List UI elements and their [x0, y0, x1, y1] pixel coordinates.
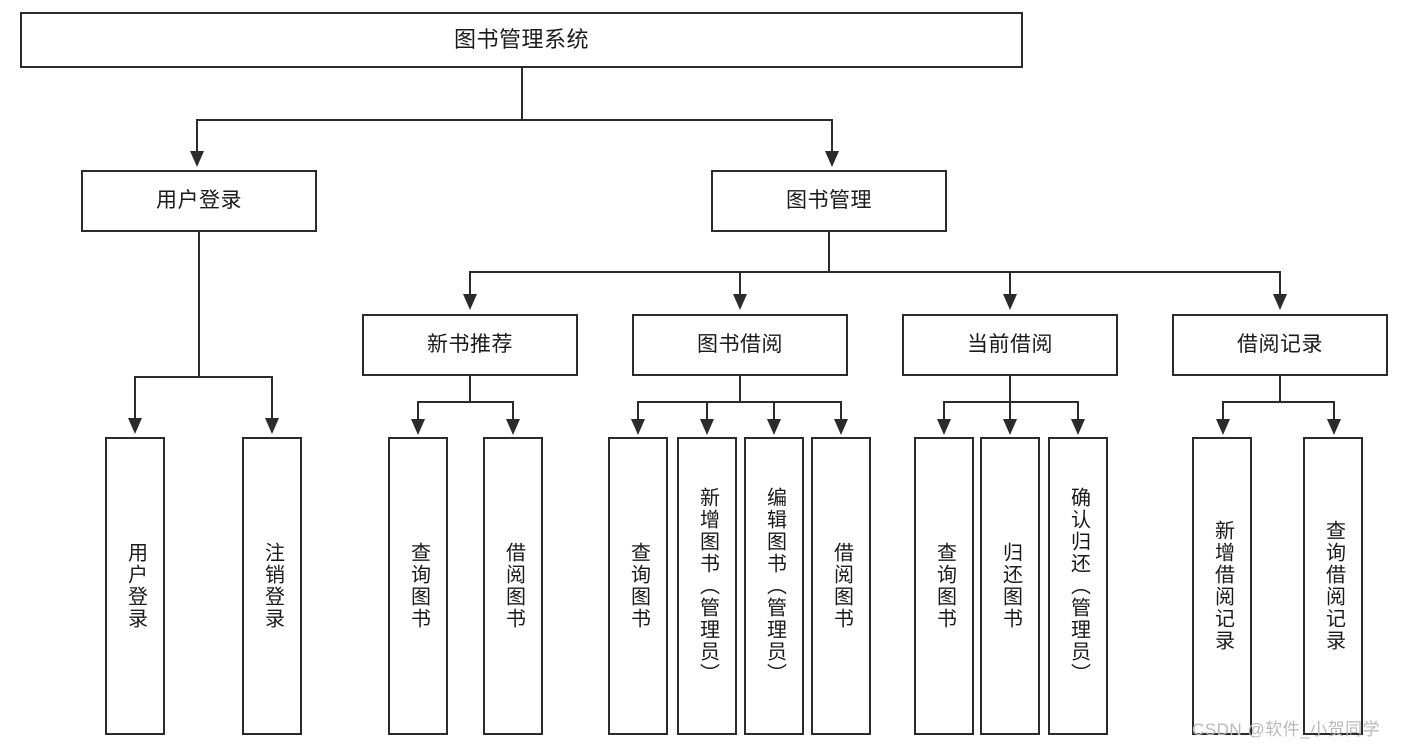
node-user-login[interactable]: 用户登录 — [81, 170, 317, 232]
node-leaf-add-record[interactable]: 新增借阅记录 — [1192, 437, 1252, 735]
watermark-text: CSDN @软件_小贺同学 — [1192, 720, 1381, 739]
edge-borrow-record-stem — [1279, 376, 1281, 402]
arrow-to-borrow-record — [1273, 294, 1287, 310]
edge-current-borrow-stem — [1009, 376, 1011, 402]
arrow-to-leaf-user-login — [128, 418, 142, 434]
edge-to-leaf-edit-book — [773, 401, 775, 421]
edge-user-login-bus — [134, 376, 272, 378]
arrow-to-leaf-add-record — [1216, 419, 1230, 435]
edge-to-leaf-user-logout — [271, 376, 273, 420]
node-leaf-query-book-1-label: 查询图书 — [407, 542, 430, 630]
node-new-book-rec[interactable]: 新书推荐 — [362, 314, 578, 376]
edge-to-leaf-confirm-return — [1077, 401, 1079, 421]
edge-new-book-rec-stem — [469, 376, 471, 402]
edge-to-book-borrow — [739, 271, 741, 296]
node-book-manage-label: 图书管理 — [786, 189, 872, 213]
edge-to-leaf-return-book — [1009, 401, 1011, 421]
edge-to-leaf-add-book — [706, 401, 708, 421]
node-leaf-user-login[interactable]: 用户登录 — [105, 437, 165, 735]
node-current-borrow-label: 当前借阅 — [967, 333, 1053, 357]
node-leaf-borrow-book-2-label: 借阅图书 — [830, 542, 853, 630]
arrow-to-leaf-borrow-book-1 — [506, 419, 520, 435]
node-leaf-user-logout-label: 注销登录 — [261, 542, 284, 630]
node-leaf-query-book-2-label: 查询图书 — [627, 542, 650, 630]
edge-to-leaf-add-record — [1222, 401, 1224, 421]
node-root-label: 图书管理系统 — [453, 26, 589, 52]
node-current-borrow[interactable]: 当前借阅 — [902, 314, 1118, 376]
arrow-to-leaf-borrow-book-2 — [834, 419, 848, 435]
arrow-to-leaf-edit-book — [767, 419, 781, 435]
node-leaf-user-login-label: 用户登录 — [124, 542, 147, 630]
node-leaf-query-record-label: 查询借阅记录 — [1322, 520, 1345, 652]
node-user-login-label: 用户登录 — [156, 189, 242, 213]
node-leaf-confirm-return[interactable]: 确认归还（管理员） — [1048, 437, 1108, 735]
node-new-book-rec-label: 新书推荐 — [427, 333, 513, 357]
edge-book-manage-stem — [828, 232, 830, 272]
edge-to-user-login — [196, 119, 198, 153]
edge-to-new-book-rec — [469, 271, 471, 296]
arrow-to-leaf-query-book-3 — [937, 419, 951, 435]
node-leaf-borrow-book-2[interactable]: 借阅图书 — [811, 437, 871, 735]
edge-to-book-manage — [831, 119, 833, 153]
node-leaf-return-book[interactable]: 归还图书 — [980, 437, 1040, 735]
edge-to-leaf-borrow-book-2 — [840, 401, 842, 421]
arrow-to-leaf-query-book-2 — [631, 419, 645, 435]
node-borrow-record[interactable]: 借阅记录 — [1172, 314, 1388, 376]
edge-user-login-stem — [198, 232, 200, 377]
node-leaf-query-book-3[interactable]: 查询图书 — [914, 437, 974, 735]
edge-book-borrow-stem — [739, 376, 741, 402]
edge-root-stem — [521, 68, 523, 120]
node-leaf-query-book-2[interactable]: 查询图书 — [608, 437, 668, 735]
node-leaf-edit-book[interactable]: 编辑图书（管理员） — [744, 437, 804, 735]
arrow-to-new-book-rec — [463, 294, 477, 310]
node-leaf-add-book[interactable]: 新增图书（管理员） — [677, 437, 737, 735]
node-root[interactable]: 图书管理系统 — [20, 12, 1023, 68]
arrow-to-leaf-return-book — [1003, 419, 1017, 435]
arrow-to-current-borrow — [1003, 294, 1017, 310]
node-leaf-edit-book-label: 编辑图书（管理员） — [763, 487, 786, 685]
node-leaf-add-book-label: 新增图书（管理员） — [696, 487, 719, 685]
edge-to-leaf-query-book-1 — [417, 401, 419, 421]
edge-borrow-record-bus — [1222, 401, 1335, 403]
node-book-borrow-label: 图书借阅 — [697, 333, 783, 357]
edge-to-leaf-query-book-2 — [637, 401, 639, 421]
arrow-to-book-manage — [825, 151, 839, 167]
edge-to-leaf-query-record — [1333, 401, 1335, 421]
arrow-to-user-login — [190, 151, 204, 167]
node-leaf-add-record-label: 新增借阅记录 — [1211, 520, 1234, 652]
node-leaf-return-book-label: 归还图书 — [999, 542, 1022, 630]
edge-new-book-rec-bus — [417, 401, 514, 403]
edge-to-leaf-query-book-3 — [943, 401, 945, 421]
node-leaf-query-book-3-label: 查询图书 — [933, 542, 956, 630]
arrow-to-leaf-add-book — [700, 419, 714, 435]
node-leaf-query-book-1[interactable]: 查询图书 — [388, 437, 448, 735]
node-leaf-borrow-book-1-label: 借阅图书 — [502, 542, 525, 630]
node-borrow-record-label: 借阅记录 — [1237, 333, 1323, 357]
edge-to-leaf-borrow-book-1 — [512, 401, 514, 421]
arrow-to-leaf-query-record — [1327, 419, 1341, 435]
node-leaf-user-logout[interactable]: 注销登录 — [242, 437, 302, 735]
arrow-to-leaf-confirm-return — [1071, 419, 1085, 435]
node-book-manage[interactable]: 图书管理 — [711, 170, 947, 232]
node-book-borrow[interactable]: 图书借阅 — [632, 314, 848, 376]
edge-to-current-borrow — [1009, 271, 1011, 296]
node-leaf-confirm-return-label: 确认归还（管理员） — [1067, 487, 1090, 685]
node-leaf-borrow-book-1[interactable]: 借阅图书 — [483, 437, 543, 735]
node-leaf-query-record[interactable]: 查询借阅记录 — [1303, 437, 1363, 735]
arrow-to-leaf-user-logout — [265, 418, 279, 434]
edge-to-leaf-user-login — [134, 376, 136, 420]
arrow-to-book-borrow — [733, 294, 747, 310]
edge-to-borrow-record — [1279, 271, 1281, 296]
arrow-to-leaf-query-book-1 — [411, 419, 425, 435]
edge-book-borrow-bus — [637, 401, 841, 403]
edge-level1-bus — [196, 119, 833, 121]
edge-level2-bus — [469, 271, 1281, 273]
